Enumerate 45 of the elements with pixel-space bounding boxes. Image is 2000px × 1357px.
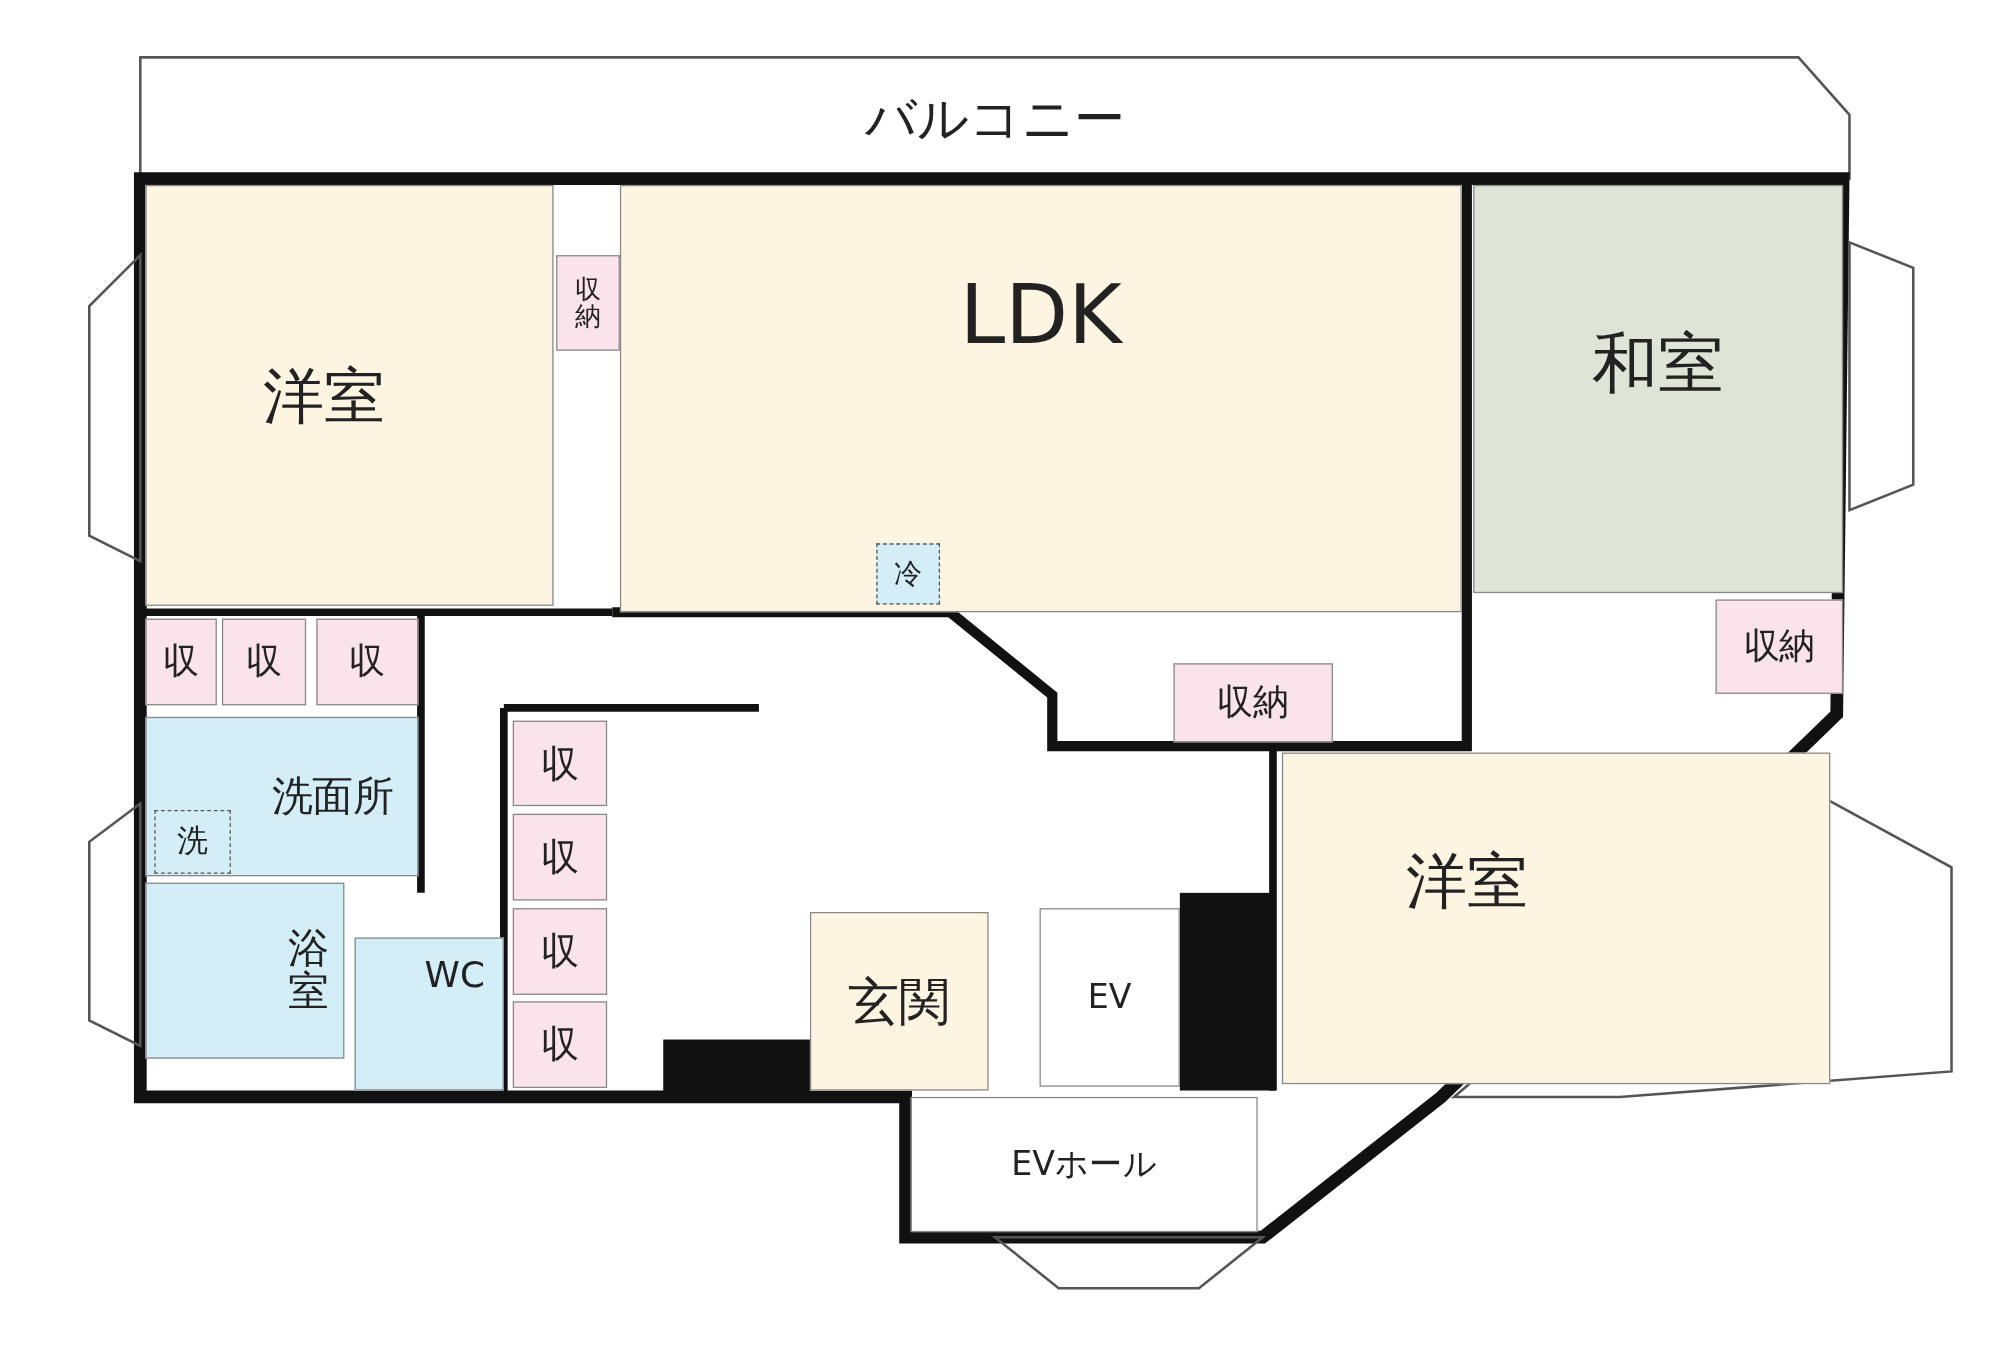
room-name: 収納 xyxy=(574,276,602,330)
closet xyxy=(512,720,608,807)
hall-label xyxy=(910,1096,1258,1233)
room-name: 玄関 xyxy=(848,974,951,1029)
room-name: 洋室 xyxy=(1405,847,1529,913)
room-name: バルコニー xyxy=(864,91,1125,145)
room-name: 収納 xyxy=(1217,684,1289,722)
room-name: 収 xyxy=(349,643,386,681)
closet xyxy=(221,618,307,706)
room-name: 収 xyxy=(540,1024,580,1065)
elevator xyxy=(1039,908,1180,1087)
room-label xyxy=(1281,752,1831,1085)
room-label xyxy=(619,184,1462,613)
closet xyxy=(316,618,419,706)
closet xyxy=(145,618,217,706)
closet xyxy=(512,1001,608,1088)
room-label xyxy=(809,912,989,1091)
room-label xyxy=(145,716,419,877)
room-name: EV xyxy=(1087,980,1132,1015)
room-name: 冷 xyxy=(894,559,923,589)
room-name: 収 xyxy=(163,643,199,681)
room-name: EVホール xyxy=(1011,1147,1157,1182)
room-name: 浴室 xyxy=(287,927,331,1014)
room-name: 収 xyxy=(246,643,282,681)
room-label xyxy=(1473,184,1844,594)
room-name: 和室 xyxy=(1591,328,1725,399)
room-name: 収 xyxy=(540,931,580,972)
room-name: 洋室 xyxy=(262,363,386,428)
room-name: 収 xyxy=(540,743,580,784)
room-name: 収 xyxy=(540,837,580,878)
room-label xyxy=(354,937,504,1091)
room-name: 収納 xyxy=(1743,627,1816,666)
room-name: LDK xyxy=(959,272,1122,359)
room-name: 洗面所 xyxy=(271,775,395,818)
fridge-space xyxy=(876,543,941,605)
washer-space xyxy=(154,809,231,874)
closet xyxy=(512,908,608,995)
room-label xyxy=(145,882,345,1059)
room-name: 洗 xyxy=(177,825,208,858)
room-label xyxy=(145,184,554,606)
closet xyxy=(556,255,620,351)
closet xyxy=(1173,663,1333,743)
room-name: WC xyxy=(424,957,485,995)
closet xyxy=(512,813,608,901)
closet xyxy=(1715,599,1844,694)
